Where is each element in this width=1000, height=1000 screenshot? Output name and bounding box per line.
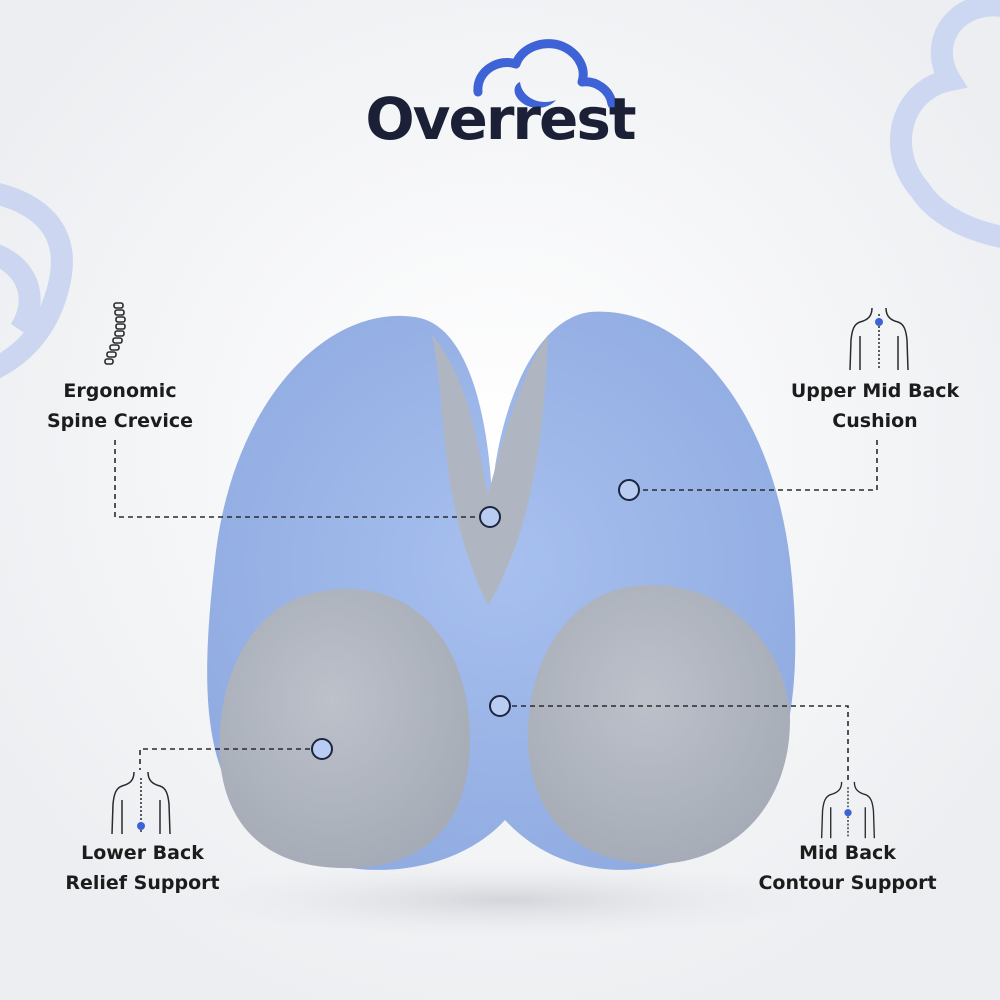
feature-label-lower-back: Lower Back Relief Support xyxy=(45,838,240,898)
marker-upper-back xyxy=(618,479,640,501)
callout-line-spine xyxy=(114,440,478,518)
marker-lower-back xyxy=(311,738,333,760)
lower-left-lobe xyxy=(219,589,470,869)
callout-line-upper xyxy=(640,440,878,491)
torso-mid-back-icon xyxy=(820,781,876,839)
marker-spine-crevice xyxy=(479,506,501,528)
torso-upper-back-icon xyxy=(849,307,909,371)
feature-label-spine-crevice: Ergonomic Spine Crevice xyxy=(30,376,210,436)
feature-label-line: Relief Support xyxy=(65,872,220,894)
feature-label-line: Cushion xyxy=(832,410,918,432)
right-cloud-decoration-icon xyxy=(889,0,1000,248)
feature-label-line: Lower Back xyxy=(81,842,204,864)
feature-label-upper-mid-back: Upper Mid Back Cushion xyxy=(780,376,970,436)
cushion-shadow xyxy=(175,860,835,940)
spine-icon xyxy=(104,302,126,365)
feature-label-line: Ergonomic xyxy=(63,380,177,402)
cloud-moon-icon xyxy=(473,39,617,109)
spine-crevice xyxy=(432,335,548,605)
marker-mid-back xyxy=(489,695,511,717)
callout-line-lower xyxy=(139,748,310,770)
feature-label-mid-back: Mid Back Contour Support xyxy=(745,838,950,898)
lower-right-lobe xyxy=(527,585,790,865)
brand-name: Overrest xyxy=(365,85,636,153)
left-cloud-decoration-icon xyxy=(0,183,73,379)
feature-label-line: Contour Support xyxy=(758,872,937,894)
feature-label-line: Spine Crevice xyxy=(46,410,194,432)
feature-label-line: Upper Mid Back xyxy=(790,380,960,402)
feature-label-line: Mid Back xyxy=(799,842,896,864)
callout-line-mid xyxy=(512,705,849,780)
torso-lower-back-icon xyxy=(111,771,171,835)
